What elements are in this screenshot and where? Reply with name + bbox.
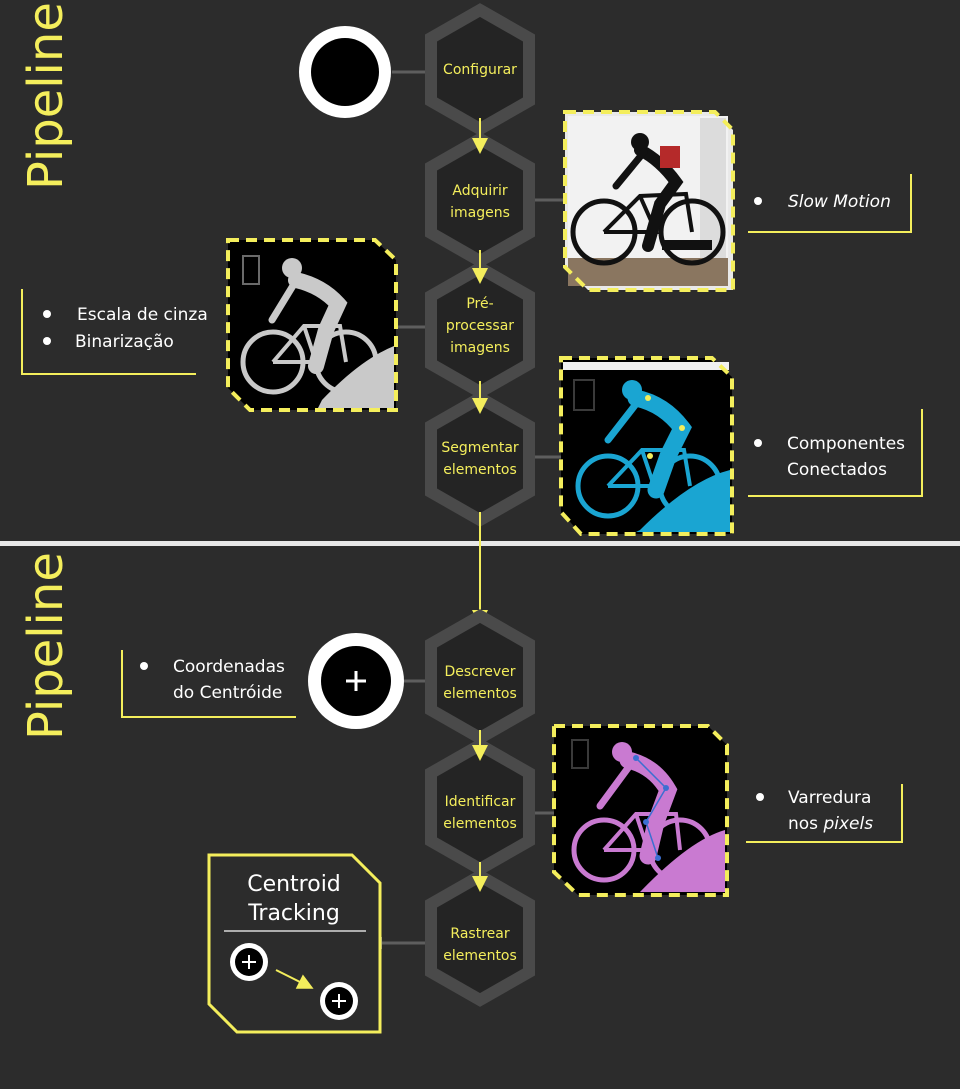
tracking-title-line1: Centroid (247, 872, 341, 897)
hexagon-step-7 (425, 869, 535, 1007)
segmented-image-card (559, 356, 734, 536)
acquired-image-card (563, 110, 735, 292)
plus-circle-icon (230, 943, 268, 981)
tracking-title-line2: Tracking (247, 901, 340, 926)
plus-circle-icon (308, 633, 404, 729)
grayscale-image-card (226, 238, 398, 412)
centroid-tracking-card: Centroid Tracking (207, 853, 382, 1034)
plus-circle-icon (320, 982, 358, 1020)
svg-text:Binarização: Binarização (75, 332, 174, 352)
record-icon (299, 26, 391, 118)
section-title-top: Pipeline (18, 2, 74, 190)
identified-image-card (552, 724, 729, 897)
note-preprocess: Escala de cinza Binarização (21, 289, 208, 375)
hexagon-step-2 (425, 132, 535, 268)
step-label-configurar: Configurar (443, 62, 517, 78)
note-slow-motion: Slow Motion (748, 174, 912, 233)
section-title-bottom: Pipeline (18, 552, 74, 740)
svg-text:Escala de cinza: Escala de cinza (77, 305, 208, 325)
hexagon-step-4 (425, 391, 535, 527)
svg-text:Slow Motion: Slow Motion (788, 192, 891, 212)
